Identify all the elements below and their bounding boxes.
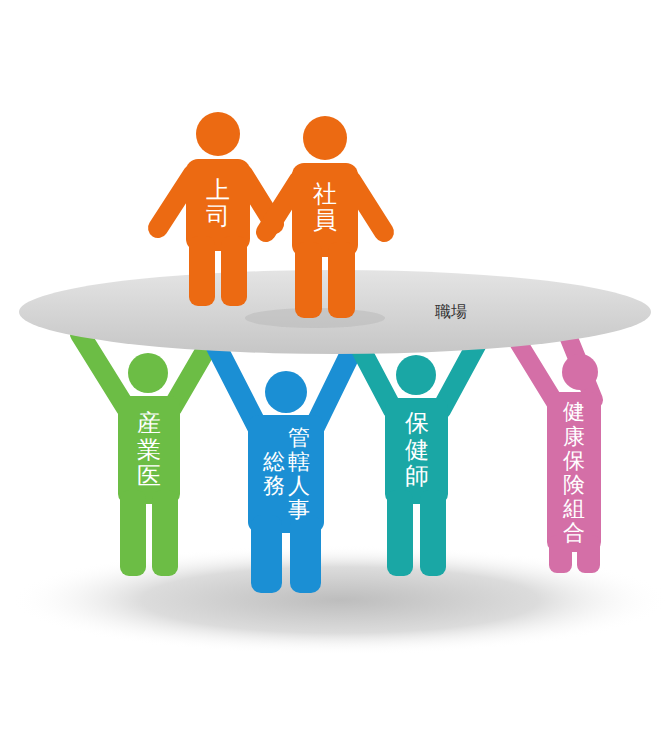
- person-figure: [355, 338, 480, 576]
- figure-label: 社員: [313, 181, 337, 234]
- person-figure: 管轄人事総務: [248, 420, 324, 529]
- person-figure: 健康保険組合: [551, 394, 597, 551]
- person-figure: [518, 336, 601, 573]
- person-figure: [266, 116, 384, 318]
- plate-label: 職場: [435, 302, 467, 323]
- figure-label: 健康保険組合: [563, 400, 585, 545]
- figure-label: 保健師: [405, 410, 429, 489]
- workplace-plate: 職場: [20, 270, 650, 354]
- person-figure: 産業医: [122, 404, 176, 495]
- figure-label: 上司: [206, 177, 230, 230]
- person-figure: [215, 344, 355, 593]
- person-figure: [158, 112, 274, 306]
- figure-label: 管轄人事: [288, 426, 310, 523]
- figure-label: 総務: [263, 450, 285, 498]
- person-figure: 保健師: [389, 404, 445, 495]
- person-figure: 社員: [297, 168, 353, 246]
- figure-label: 産業医: [137, 410, 161, 489]
- person-figure: [80, 334, 215, 576]
- person-figure: 上司: [190, 164, 246, 242]
